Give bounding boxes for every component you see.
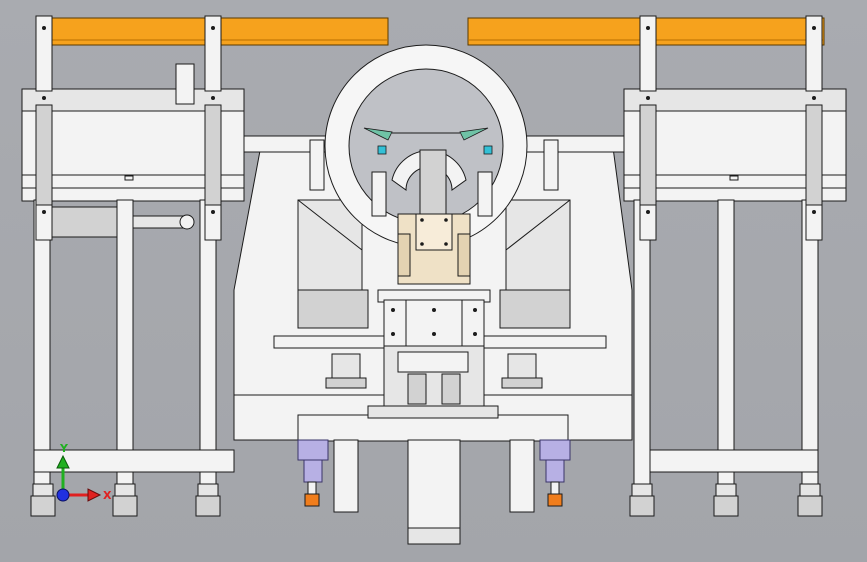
lower-assembly[interactable] [297, 439, 571, 545]
triad-y-label: Y [59, 442, 69, 455]
carriage-block[interactable] [377, 213, 491, 407]
triad-x-label: X [103, 489, 112, 502]
right-frame[interactable] [623, 15, 847, 517]
axis-triad: Y X [56, 442, 112, 502]
left-frame[interactable] [21, 15, 245, 517]
